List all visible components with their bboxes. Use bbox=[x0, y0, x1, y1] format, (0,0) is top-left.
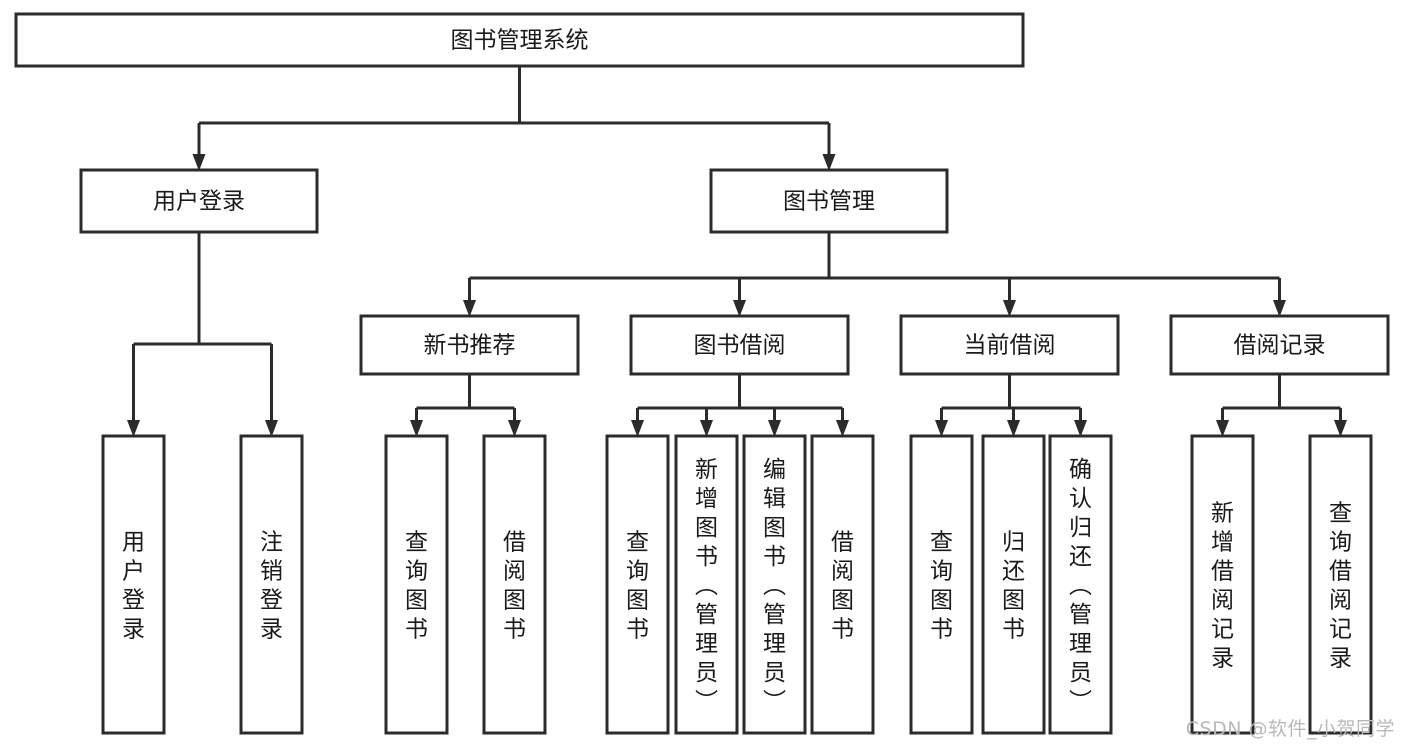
node-borrow-record[interactable]: 借阅记录 bbox=[1169, 314, 1390, 376]
node-label: 图书管理 bbox=[783, 189, 875, 215]
node-label: 新增借阅记录 bbox=[1211, 501, 1234, 672]
node-label: 新书推荐 bbox=[424, 333, 516, 359]
node-leaf-borrow-book-1[interactable]: 借阅图书 bbox=[482, 434, 547, 735]
node-label: 查询图书 bbox=[626, 530, 649, 643]
node-box bbox=[359, 314, 580, 376]
node-label: 图书借阅 bbox=[694, 333, 786, 359]
node-box bbox=[14, 12, 1025, 68]
edge-group bbox=[127, 232, 278, 437]
node-box bbox=[629, 314, 850, 376]
node-label: 当前借阅 bbox=[964, 333, 1056, 359]
node-label: 借阅图书 bbox=[503, 530, 526, 643]
node-label: 借阅图书 bbox=[831, 530, 854, 643]
node-label: 新增图书︵管理员︶ bbox=[695, 457, 718, 715]
node-label: 确认归还︵管理员︶ bbox=[1069, 457, 1092, 715]
node-box bbox=[1308, 434, 1373, 735]
node-root[interactable]: 图书管理系统 bbox=[14, 12, 1025, 68]
node-leaf-user-login[interactable]: 用户登录 bbox=[101, 434, 166, 735]
node-label: 注销登录 bbox=[260, 530, 283, 643]
edge-group bbox=[192, 66, 836, 171]
node-label: 查询图书 bbox=[930, 530, 953, 643]
node-box bbox=[482, 434, 547, 735]
node-label: 用户登录 bbox=[122, 530, 145, 643]
node-leaf-return-book[interactable]: 归还图书 bbox=[981, 434, 1046, 735]
node-box bbox=[101, 434, 166, 735]
node-label: 用户登录 bbox=[153, 189, 245, 215]
node-box bbox=[1190, 434, 1255, 735]
node-leaf-query-book-1[interactable]: 查询图书 bbox=[384, 434, 449, 735]
node-label: 归还图书 bbox=[1002, 530, 1025, 643]
node-leaf-query-record[interactable]: 查询借阅记录 bbox=[1308, 434, 1373, 735]
node-box bbox=[742, 434, 807, 735]
node-box bbox=[79, 168, 319, 234]
node-box bbox=[1048, 434, 1113, 735]
node-label: 借阅记录 bbox=[1234, 333, 1326, 359]
node-label: 查询图书 bbox=[405, 530, 428, 643]
edge-group bbox=[1216, 374, 1347, 437]
node-leaf-query-book-2[interactable]: 查询图书 bbox=[605, 434, 670, 735]
node-box bbox=[899, 314, 1120, 376]
node-box bbox=[709, 168, 949, 234]
node-box bbox=[981, 434, 1046, 735]
node-label: 编辑图书︵管理员︶ bbox=[763, 457, 786, 715]
node-box bbox=[674, 434, 739, 735]
nodes-layer: 图书管理系统用户登录图书管理新书推荐图书借阅当前借阅借阅记录用户登录注销登录查询… bbox=[14, 12, 1390, 735]
node-leaf-add-record[interactable]: 新增借阅记录 bbox=[1190, 434, 1255, 735]
node-box bbox=[384, 434, 449, 735]
edge-group bbox=[935, 374, 1087, 437]
node-user-login[interactable]: 用户登录 bbox=[79, 168, 319, 234]
node-box bbox=[605, 434, 670, 735]
node-new-book-recommend[interactable]: 新书推荐 bbox=[359, 314, 580, 376]
node-leaf-borrow-book-2[interactable]: 借阅图书 bbox=[810, 434, 875, 735]
edge-group bbox=[463, 232, 1286, 317]
node-leaf-edit-book[interactable]: 编辑图书︵管理员︶ bbox=[742, 434, 807, 735]
edge-group bbox=[410, 374, 521, 437]
node-box bbox=[1169, 314, 1390, 376]
node-book-borrow[interactable]: 图书借阅 bbox=[629, 314, 850, 376]
node-label: 图书管理系统 bbox=[451, 28, 589, 54]
node-current-borrow[interactable]: 当前借阅 bbox=[899, 314, 1120, 376]
node-book-manage[interactable]: 图书管理 bbox=[709, 168, 949, 234]
node-box bbox=[239, 434, 304, 735]
node-box bbox=[810, 434, 875, 735]
node-box bbox=[909, 434, 974, 735]
edges-layer bbox=[127, 66, 1347, 437]
node-label: 查询借阅记录 bbox=[1329, 501, 1352, 672]
node-leaf-add-book[interactable]: 新增图书︵管理员︶ bbox=[674, 434, 739, 735]
node-leaf-confirm-return[interactable]: 确认归还︵管理员︶ bbox=[1048, 434, 1113, 735]
node-leaf-query-book-3[interactable]: 查询图书 bbox=[909, 434, 974, 735]
node-leaf-user-logout[interactable]: 注销登录 bbox=[239, 434, 304, 735]
edge-group bbox=[631, 374, 849, 437]
